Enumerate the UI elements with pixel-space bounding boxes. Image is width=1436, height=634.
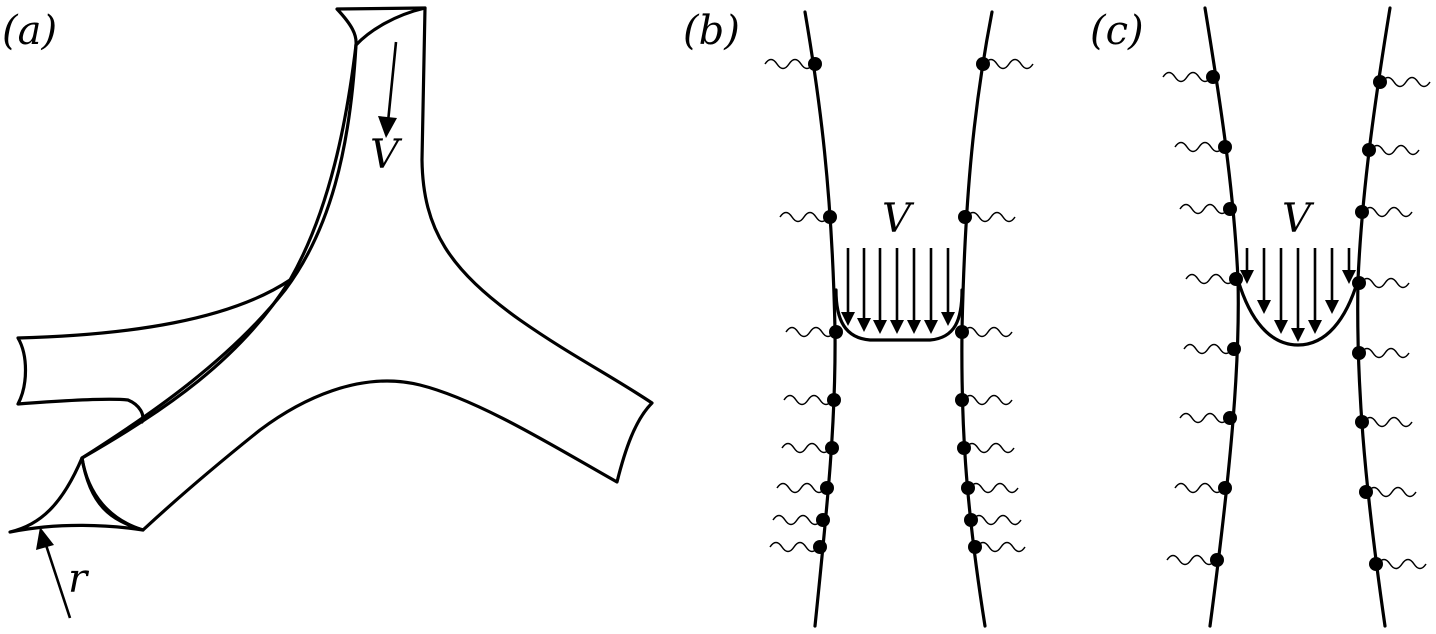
velocity-label-a: V (370, 132, 403, 178)
bottom-cusp (8, 456, 145, 534)
right-surfactants-c (1352, 75, 1431, 571)
flow-profile-c (1236, 278, 1360, 347)
left-plateau-border-c (1203, 6, 1240, 628)
right-plateau-border-c (1356, 6, 1392, 628)
radius-label: r (68, 556, 90, 602)
velocity-arrows-b (841, 248, 955, 334)
left-branch (16, 278, 292, 424)
velocity-arrows-c (1240, 248, 1356, 342)
left-plateau-border-b (803, 10, 837, 628)
radius-arrow (44, 544, 72, 619)
right-surfactants-b (955, 57, 1034, 554)
velocity-arrowhead-a (378, 116, 397, 138)
panel-a: (a) V r (2, 6, 654, 619)
junction-outline (80, 6, 654, 532)
top-cap (354, 6, 427, 47)
right-plateau-border-b (960, 10, 994, 628)
flow-profile-b (834, 288, 964, 342)
velocity-label-b: V (882, 196, 915, 242)
panel-b: (b) V (683, 8, 1034, 628)
velocity-arrow-a (386, 41, 398, 123)
left-surfactants-c (1162, 70, 1243, 567)
velocity-label-c: V (1282, 196, 1315, 242)
radius-arrowhead (36, 527, 54, 550)
panel-c-label: (c) (1090, 8, 1144, 54)
left-surfactants-b (764, 57, 843, 554)
panel-a-label: (a) (2, 8, 57, 54)
panel-c: (c) V (1090, 6, 1431, 628)
panel-b-label: (b) (683, 8, 740, 54)
